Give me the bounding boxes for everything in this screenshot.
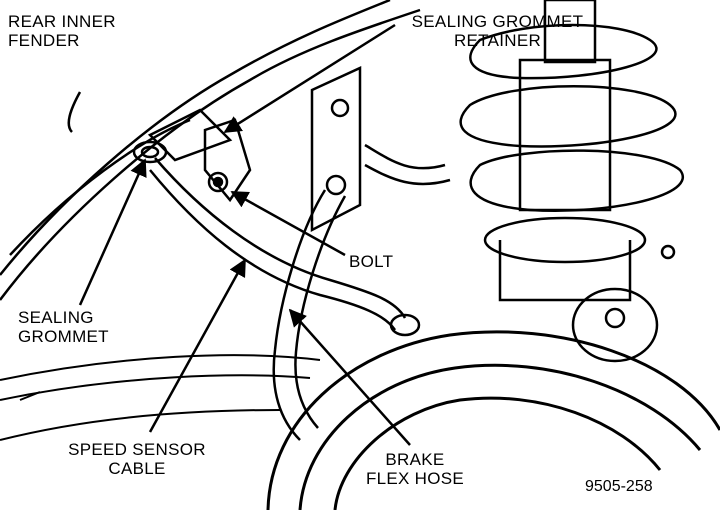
label-speed-sensor-cable: SPEED SENSOR CABLE	[52, 440, 222, 478]
label-sealing-grommet-line1: SEALING	[18, 308, 94, 327]
sealing-grommet-shape	[132, 140, 168, 164]
axle-mount	[571, 244, 676, 363]
brake-flex-hose-shape	[272, 143, 451, 441]
leader-grommet-retainer	[223, 23, 396, 134]
leader-sealing-grommet	[78, 158, 147, 306]
leader-rear-inner-fender	[67, 91, 82, 133]
label-sealing-grommet-line2: GROMMET	[18, 327, 109, 346]
label-brake-flex-hose: BRAKE FLEX HOSE	[355, 450, 475, 488]
shock-absorber	[483, 0, 647, 302]
label-brake-flex-hose-line1: BRAKE	[385, 450, 445, 469]
label-speed-sensor-line2: CABLE	[108, 459, 166, 478]
brake-drum	[266, 330, 720, 510]
fender-panel	[0, 0, 421, 301]
leader-speed-sensor-cable	[148, 258, 247, 433]
lower-structure	[0, 354, 321, 441]
label-rear-inner-fender: REAR INNER FENDER	[8, 12, 116, 50]
coil-spring	[459, 23, 684, 212]
label-speed-sensor-line1: SPEED SENSOR	[68, 440, 206, 459]
label-bolt: BOLT	[349, 252, 393, 271]
label-rear-inner-fender-line1: REAR INNER	[8, 12, 116, 31]
hose-bracket	[310, 66, 362, 233]
label-retainer-line2: RETAINER	[453, 31, 542, 50]
label-brake-flex-hose-line2: FLEX HOSE	[365, 469, 465, 488]
retainer-bracket	[203, 118, 252, 203]
label-rear-inner-fender-line2: FENDER	[8, 31, 80, 50]
label-sealing-grommet: SEALING GROMMET	[18, 308, 109, 346]
leader-lines	[67, 23, 411, 446]
label-bolt-text: BOLT	[349, 252, 394, 271]
leader-bolt	[230, 190, 346, 257]
speed-sensor-cable-shape	[149, 157, 421, 337]
label-sealing-grommet-retainer: SEALING GROMMET RETAINER	[390, 12, 605, 50]
figure-number: 9505-258	[585, 478, 653, 495]
leader-brake-flex-hose	[288, 308, 411, 446]
label-retainer-line1: SEALING GROMMET	[411, 12, 584, 31]
